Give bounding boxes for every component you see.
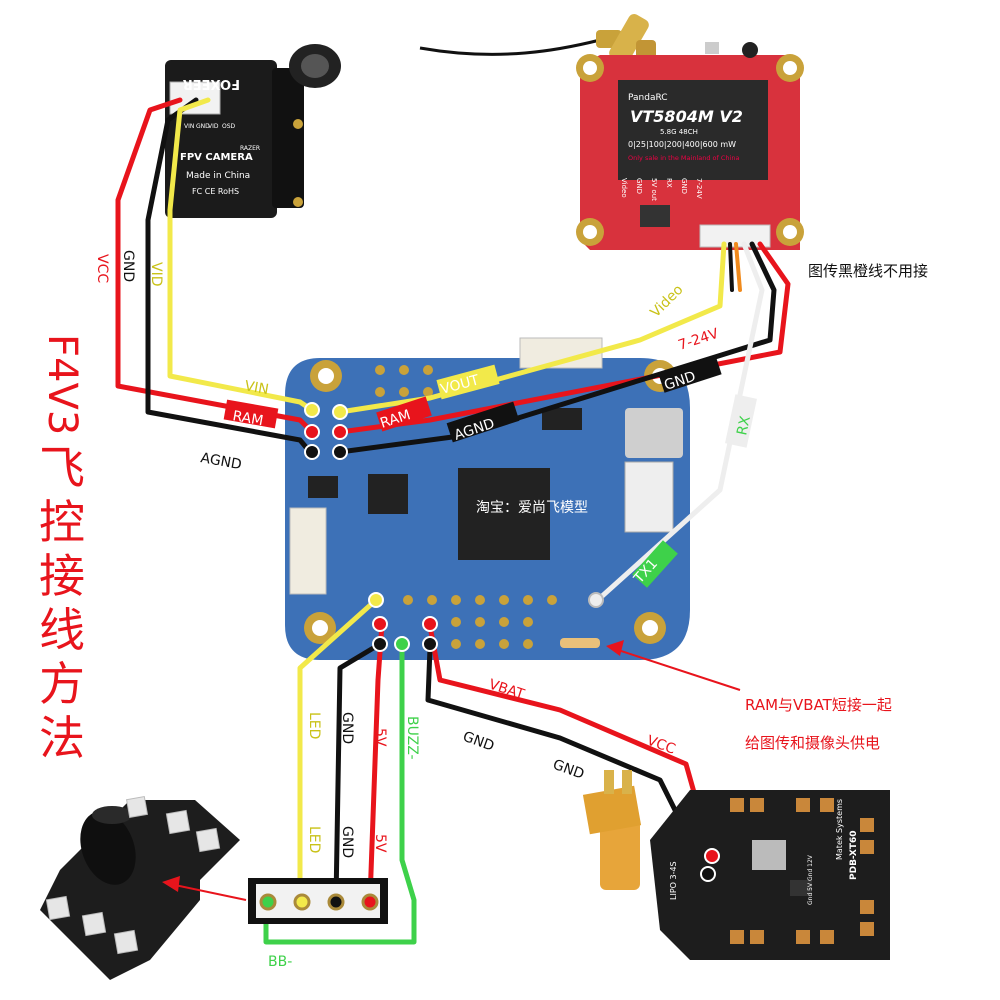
vtx-pin-gnd2: GND xyxy=(680,178,688,194)
pdb-model: PDB-XT60 xyxy=(849,830,859,880)
camera-brand: FOXEER xyxy=(183,76,240,91)
pdb-rail: Gnd 5V Gnd 12V xyxy=(807,854,814,905)
label-gnd-pdb-1: GND xyxy=(461,729,497,755)
page-title: F4V3 飞控接线方法 xyxy=(32,334,92,765)
vtx-pin-rx: RX xyxy=(665,178,673,188)
label-gnd-pdb-2: GND xyxy=(551,757,587,783)
page-title-char: 控 xyxy=(39,495,85,550)
buzzer-led-board xyxy=(40,795,240,980)
label-cam-vcc: VCC xyxy=(94,254,110,283)
label-ram-note-2: 给图传和摄像头供电 xyxy=(745,734,880,752)
label-gnd-1: GND xyxy=(339,712,355,744)
vtx-sub: 5.8G 48CH xyxy=(660,128,698,136)
camera-pin-vin: VIN xyxy=(184,123,194,130)
label-bb: BB- xyxy=(268,954,292,970)
vtx-module: PandaRC VT5804M V2 5.8G 48CH 0|25|100|20… xyxy=(576,42,804,250)
camera-wires xyxy=(115,97,315,455)
power-distribution-board: Matek Systems PDB-XT60 LIPO 3-4S Gnd 5V … xyxy=(582,770,890,960)
label-led-2: LED xyxy=(306,826,322,853)
buzzer-header xyxy=(248,878,388,924)
vtx-brand: PandaRC xyxy=(628,93,668,103)
flight-controller: 淘宝：爱尚飞模型 xyxy=(285,337,690,660)
label-vtx-724: 7-24V xyxy=(676,326,721,354)
camera-pin-vid: VID xyxy=(208,123,219,130)
vtx-power: 0|25|100|200|400|600 mW xyxy=(628,140,736,149)
camera-made-in: Made in China xyxy=(186,171,250,181)
vtx-model: VT5804M V2 xyxy=(630,107,743,126)
label-5v-1: 5V xyxy=(372,728,388,747)
vtx-pin-724: 7-24V xyxy=(695,178,703,199)
pdb-lipo: LIPO 3-4S xyxy=(669,861,678,900)
page-title-code: F4V3 xyxy=(39,334,85,436)
page-title-char: 法 xyxy=(39,711,85,766)
fc-wire-pads xyxy=(304,402,604,652)
label-fc-agnd-left: AGND xyxy=(199,450,243,473)
label-vtx-rx: RX xyxy=(734,414,754,437)
label-led-1: LED xyxy=(306,712,322,739)
page-title-char: 飞 xyxy=(39,441,85,496)
camera-model-text: FPV CAMERA xyxy=(180,152,253,163)
label-buzz: BUZZ- xyxy=(404,716,420,760)
label-vtx-video: Video xyxy=(648,282,687,321)
page-title-char: 方 xyxy=(39,657,85,712)
label-ram-note-1: RAM与VBAT短接一起 xyxy=(745,696,892,714)
page-title-text: F4V3 飞控接线方法 xyxy=(32,334,92,765)
camera-marks: FC CE RoHS xyxy=(192,187,239,196)
label-5v-2: 5V xyxy=(372,834,388,853)
camera-pin-gnd: GND xyxy=(196,123,210,130)
fc-top-pads xyxy=(375,365,433,397)
label-vtx-note: 图传黑橙线不用接 xyxy=(808,262,928,280)
page-title-char: 线 xyxy=(39,603,85,658)
wire-label-chips xyxy=(223,355,757,588)
watermark: 淘宝：爱尚飞模型 xyxy=(476,500,588,516)
fc-bottom-pads xyxy=(403,595,557,649)
vtx-note: Only sale in the Mainland of China xyxy=(628,154,739,162)
camera-pin-osd: OSD xyxy=(222,123,236,130)
camera-sub-brand: RAZER xyxy=(240,145,260,152)
pdb-brand: Matek Systems xyxy=(835,799,844,860)
page-title-char: 接 xyxy=(39,549,85,604)
label-cam-gnd: GND xyxy=(120,250,136,282)
annotation-arrows xyxy=(162,640,741,901)
label-cam-vid: VID xyxy=(148,262,164,287)
label-fc-ram-left: RAM xyxy=(231,408,264,429)
vtx-pin-gnd: GND xyxy=(635,178,643,194)
label-gnd-2: GND xyxy=(339,826,355,858)
vtx-pin-video: Video xyxy=(620,178,628,198)
label-fc-vin: VIN xyxy=(243,378,270,398)
vtx-pin-5vout: 5V out xyxy=(650,178,658,201)
fpv-camera: FOXEER FPV CAMERA RAZER Made in China FC… xyxy=(165,44,341,218)
